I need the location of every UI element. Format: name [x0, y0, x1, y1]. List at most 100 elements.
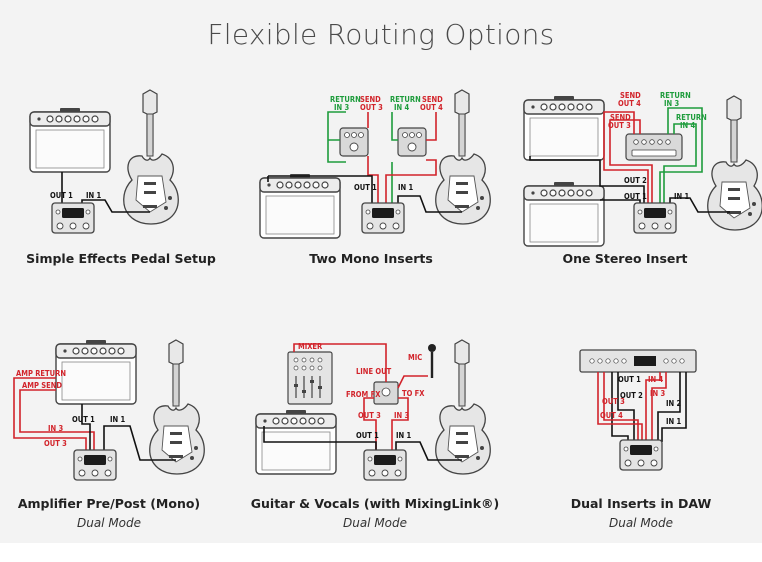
label-out2: OUT 2	[620, 391, 643, 400]
label-in1: IN 1	[674, 192, 690, 201]
caption-simple-effects: Simple Effects Pedal Setup	[26, 251, 216, 266]
amplifier	[55, 339, 137, 405]
cable-out3	[603, 372, 639, 442]
label-in4: IN 4	[394, 103, 410, 112]
setup-amp-pre-post: AMP RETURN AMP SEND OUT 1 IN 1 IN 3 OUT …	[13, 339, 205, 481]
caption-two-mono-inserts: Two Mono Inserts	[309, 251, 433, 266]
cable-send-out4	[603, 111, 649, 205]
amplifier	[29, 107, 111, 173]
label-return: RETURN	[330, 95, 361, 104]
audio-interface	[633, 202, 677, 234]
audio-interface	[73, 449, 117, 481]
cable-in1	[397, 195, 462, 213]
label-out1: OUT 1	[50, 191, 73, 200]
label-out3: OUT 3	[358, 411, 381, 420]
setup-guitar-vocals: MIXER MIC LINE OUT FROM FX TO FX OUT 3 I…	[255, 339, 491, 481]
label-out1: OUT 1	[72, 415, 95, 424]
effect-pedal-1	[339, 127, 369, 157]
mode-dual-inserts-daw: Dual Mode	[608, 516, 674, 530]
label-out1: OUT 1	[624, 192, 647, 201]
cable-return-in4	[391, 112, 398, 205]
caption-dual-inserts-daw: Dual Inserts in DAW	[570, 496, 712, 511]
label-out4: OUT 4	[600, 411, 623, 420]
cable-amp-return	[13, 377, 87, 452]
cable-out1	[267, 175, 373, 205]
cable-send-out3	[367, 112, 379, 205]
label-send: SEND	[360, 95, 381, 104]
caption-one-stereo-insert: One Stereo Insert	[562, 251, 688, 266]
label-out3: OUT 3	[602, 397, 625, 406]
rack-unit	[579, 349, 697, 373]
label-in4: IN 4	[648, 375, 664, 384]
mode-guitar-vocals: Dual Mode	[342, 516, 408, 530]
label-in1: IN 1	[396, 431, 412, 440]
label-out3: OUT 3	[608, 121, 631, 130]
label-in3: IN 3	[650, 389, 666, 398]
guitar	[435, 339, 491, 475]
cable-amp-send	[19, 389, 95, 452]
label-in1: IN 1	[110, 415, 126, 424]
guitar	[123, 89, 179, 225]
label-in3: IN 3	[334, 103, 350, 112]
cable-in1	[669, 197, 730, 213]
label-out1: OUT 1	[618, 375, 641, 384]
label-in3: IN 3	[394, 411, 410, 420]
caption-guitar-vocals: Guitar & Vocals (with MixingLink®)	[250, 496, 500, 511]
guitar	[707, 95, 762, 231]
label-amp-return: AMP RETURN	[16, 369, 66, 378]
amplifier-1	[523, 95, 605, 161]
label-return: RETURN	[676, 113, 707, 122]
audio-interface	[363, 449, 407, 481]
label-send: SEND	[422, 95, 443, 104]
amplifier	[259, 173, 341, 239]
label-out1: OUT 1	[354, 183, 377, 192]
label-line-out: LINE OUT	[356, 367, 392, 376]
label-out2: OUT 2	[624, 176, 647, 185]
microphone-icon	[428, 344, 436, 378]
audio-interface	[619, 439, 663, 471]
label-in3: IN 3	[664, 99, 680, 108]
label-in1: IN 1	[398, 183, 414, 192]
label-in3: IN 3	[48, 424, 64, 433]
cable-mic	[397, 375, 428, 389]
cable-line-out	[293, 343, 387, 382]
cable-return-in3	[327, 111, 346, 163]
guitar	[149, 339, 205, 475]
cable-in1	[81, 199, 150, 213]
cable-return-in4	[663, 123, 697, 205]
cable-out1	[81, 404, 91, 452]
cable-out4	[597, 372, 643, 442]
audio-interface	[51, 202, 95, 234]
label-from-fx: FROM FX	[346, 390, 381, 399]
mode-amp-pre-post: Dual Mode	[76, 516, 142, 530]
label-send: SEND	[610, 113, 631, 122]
label-in1: IN 1	[86, 191, 102, 200]
label-in1: IN 1	[666, 417, 682, 426]
amplifier-2	[523, 181, 605, 247]
label-out1: OUT 1	[356, 431, 379, 440]
cable-in2	[657, 372, 681, 442]
label-in4: IN 4	[680, 121, 696, 130]
label-amp-send: AMP SEND	[22, 381, 62, 390]
setup-one-stereo-insert: SEND OUT 4 SEND OUT 3 RETURN IN 3 RETURN…	[523, 91, 762, 247]
cable-in1	[395, 441, 462, 461]
cable-in1	[661, 372, 687, 442]
mixinglink	[373, 381, 399, 405]
setup-two-mono-inserts: RETURN IN 3 SEND OUT 3 RETURN IN 4 SEND …	[259, 89, 491, 239]
cable-in1	[103, 425, 176, 461]
label-out3: OUT 3	[44, 439, 67, 448]
cable-in4	[645, 372, 661, 442]
cable-send-out3	[609, 119, 653, 205]
label-return: RETURN	[390, 95, 421, 104]
label-mic: MIC	[408, 353, 422, 362]
label-out3: OUT 3	[360, 103, 383, 112]
label-out4: OUT 4	[420, 103, 443, 112]
cable-out2	[529, 156, 645, 205]
label-to-fx: TO FX	[402, 389, 425, 398]
caption-amp-pre-post: Amplifier Pre/Post (Mono)	[17, 496, 201, 511]
routing-diagrams: OUT 1 IN 1 RETURN IN 3 SEND OUT 3 RETURN…	[13, 89, 762, 481]
label-mixer: MIXER	[298, 342, 323, 351]
setup-dual-inserts-daw: OUT 1 IN 4 OUT 2 IN 3 IN 2 OUT 3 OUT 4 I…	[579, 349, 697, 471]
mixer	[287, 351, 333, 405]
